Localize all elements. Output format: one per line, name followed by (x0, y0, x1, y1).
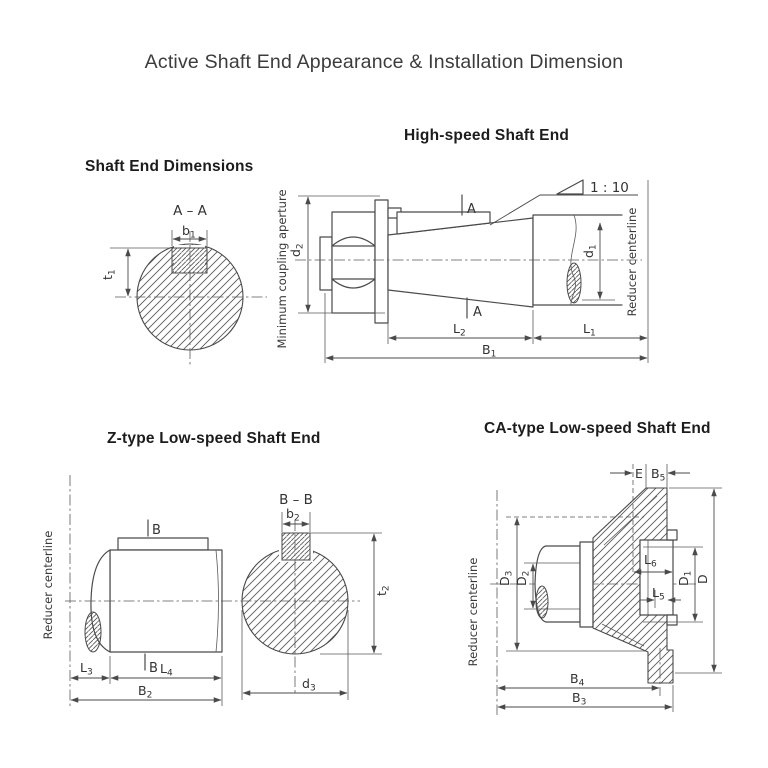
dim-d1-label: d1 (581, 244, 599, 258)
dim-d1-label: D1 (676, 571, 694, 586)
keyway-top-view (117, 537, 209, 551)
section-b-marker-top: B (152, 523, 161, 538)
shaft-end-dimensions-panel: A – A b1 t1 (100, 203, 267, 365)
hub-inner-edge-bottom (601, 623, 645, 647)
reducer-centerline-note: Reducer centerline (466, 558, 480, 667)
dim-l4-label: L4 (160, 661, 173, 679)
taper-ratio-label: 1 : 10 (590, 180, 629, 196)
break-hatch-ellipse (84, 611, 102, 653)
ca-type-shaft-panel: Reducer centerline E B5 (466, 464, 722, 715)
page-title: Active Shaft End Appearance & Installati… (144, 51, 624, 73)
dim-t1-label: t1 (100, 269, 118, 280)
dim-l2-label: L2 (453, 321, 466, 339)
dim-d3-label: d3 (302, 676, 316, 694)
z-type-shaft-drawing: Reducer centerline B B B – B b2 (41, 475, 392, 708)
a-a-section-view: A – A b1 t1 (100, 203, 267, 365)
reducer-centerline-note: Reducer centerline (625, 208, 639, 317)
shaft-end-chamfer (215, 549, 219, 653)
dim-d-label: D (695, 574, 710, 584)
dim-d2-label: D2 (514, 571, 532, 586)
hub-inner-edge-top (603, 495, 658, 546)
section-a-marker-bottom: A (473, 305, 482, 320)
dim-l5-label: L5 (652, 585, 665, 603)
nut-collar (319, 236, 333, 291)
section-label-a-a: A – A (173, 203, 208, 219)
key-section (171, 247, 208, 274)
ca-type-shaft-drawing: Reducer centerline E B5 (466, 464, 722, 715)
section-a-marker-top: A (467, 202, 476, 217)
heading-shaft-end-dimensions: Shaft End Dimensions (85, 158, 254, 175)
reducer-centerline-note: Reducer centerline (41, 531, 55, 640)
dim-b3-label: B3 (572, 690, 586, 708)
dim-b1-label: b1 (182, 223, 196, 241)
hub-bore (639, 539, 674, 616)
dim-b1-label: B1 (482, 342, 496, 360)
taper-symbol-icon (556, 179, 584, 195)
shaft-collar (579, 541, 594, 628)
washer-plate (374, 199, 389, 324)
dim-l6-label: L6 (644, 552, 657, 570)
heading-ca-type-low-speed-shaft-end: CA-type Low-speed Shaft End (484, 420, 711, 437)
heading-high-speed-shaft-end: High-speed Shaft End (404, 127, 570, 144)
dim-l3-label: L3 (80, 660, 93, 678)
high-speed-shaft-panel: 1 : 10 A A Minimum coupling aperture Red… (275, 179, 649, 363)
hex-nut-facets (331, 236, 376, 289)
flange-step-bottom (666, 614, 678, 626)
flange-step-top (666, 529, 678, 541)
dim-b2-label: b2 (286, 506, 300, 524)
dim-l1-label: L1 (583, 321, 596, 339)
section-label-b-b: B – B (279, 492, 313, 508)
dim-b2-span-label: B2 (138, 683, 152, 701)
dim-b4-label: B4 (570, 671, 585, 689)
break-hatch-ellipse (566, 262, 582, 304)
taper-keyway (396, 211, 491, 235)
dim-d3-label: D3 (497, 571, 515, 586)
dim-t2-label: t2 (374, 585, 392, 596)
dim-e-label: E (635, 466, 643, 481)
section-b-marker-bottom: B (149, 661, 158, 676)
hex-nut (331, 211, 376, 314)
minimum-coupling-aperture-note: Minimum coupling aperture (275, 189, 289, 348)
key-section (281, 532, 311, 561)
heading-z-type-low-speed-shaft-end: Z-type Low-speed Shaft End (107, 430, 321, 447)
break-hatch-ellipse (535, 585, 549, 619)
z-type-shaft-panel: Reducer centerline B B B – B b2 (41, 475, 392, 708)
dim-d2-label: d2 (288, 243, 306, 257)
high-speed-shaft-drawing: 1 : 10 A A Minimum coupling aperture Red… (275, 179, 649, 363)
dim-b5-label: B5 (651, 466, 665, 484)
taper-leader-line (489, 194, 638, 226)
